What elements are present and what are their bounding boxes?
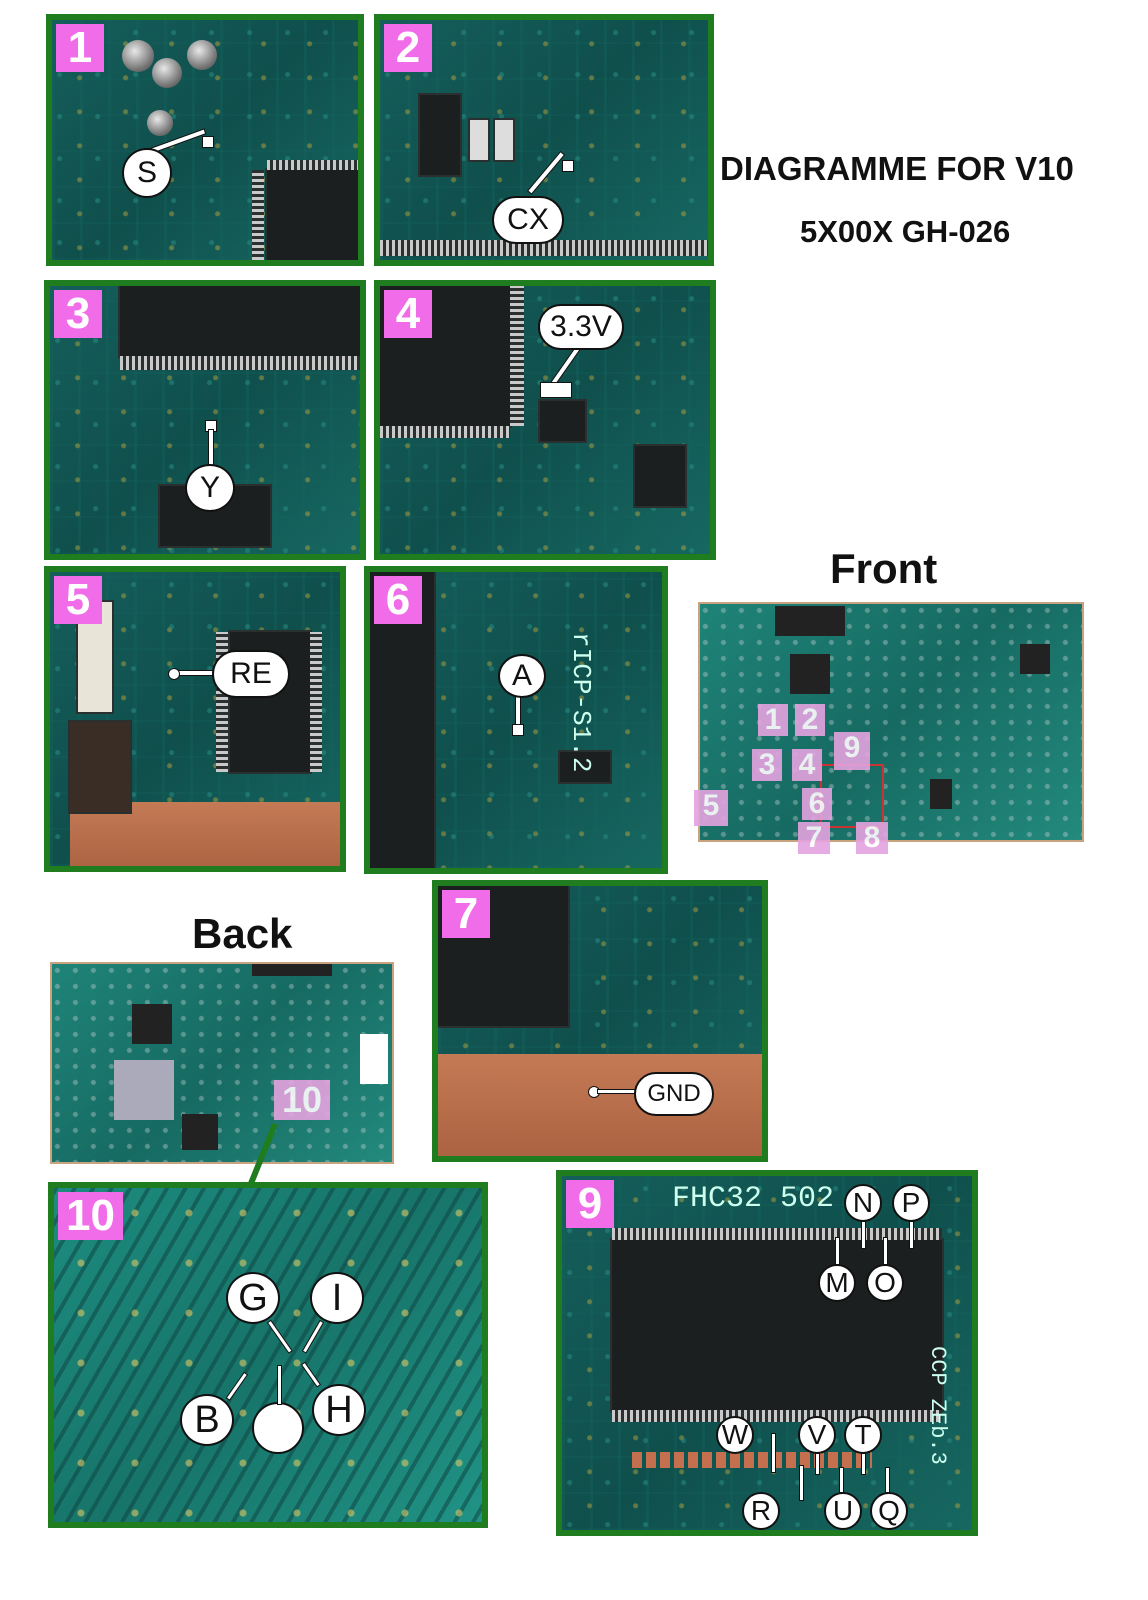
label-a: A — [498, 654, 546, 698]
panel-6: 6 rICP-S1.2 A — [364, 566, 668, 874]
panel-number: 5 — [54, 576, 102, 624]
label-u: U — [824, 1492, 862, 1530]
front-marker-3: 3 — [752, 749, 782, 781]
label-n: N — [844, 1184, 882, 1222]
silkscreen-text: FHC32 502 A — [672, 1182, 871, 1216]
panel-number: 6 — [374, 576, 422, 624]
panel-10: 10 G I B H — [48, 1182, 488, 1528]
back-heading: Back — [192, 910, 293, 957]
front-marker-7: 7 — [798, 822, 830, 854]
label-w: W — [716, 1416, 754, 1454]
silkscreen-text-2: CCP ZEb.3 — [925, 1346, 950, 1465]
panel-7: 7 GND — [432, 880, 768, 1162]
panel-9: 9 FHC32 502 A CCP ZEb.3 N P M O W V T R … — [556, 1170, 978, 1536]
label-o: O — [866, 1264, 904, 1302]
silkscreen-text: rICP-S1.2 — [566, 632, 596, 773]
label-g: G — [226, 1272, 280, 1324]
front-marker-4: 4 — [792, 749, 822, 781]
label-p: P — [892, 1184, 930, 1222]
label-m: M — [818, 1264, 856, 1302]
label-h: H — [312, 1384, 366, 1436]
panel-number: 4 — [384, 290, 432, 338]
front-marker-2: 2 — [795, 704, 825, 736]
label-t: T — [844, 1416, 882, 1454]
front-heading: Front — [830, 545, 938, 592]
front-board: 1 2 3 4 5 6 7 8 9 — [694, 602, 1084, 854]
page-subtitle: 5X00X GH-026 — [800, 214, 1011, 249]
panel-number: 2 — [384, 24, 432, 72]
label-b: B — [180, 1394, 234, 1446]
label-v: V — [798, 1416, 836, 1454]
panel-number: 10 — [58, 1192, 123, 1240]
label-cx: CX — [492, 196, 564, 244]
front-marker-6: 6 — [802, 788, 832, 820]
panel-4: 4 3.3V — [374, 280, 716, 560]
page-title: DIAGRAMME FOR V10 — [720, 150, 1074, 187]
panel-3: 3 Y — [44, 280, 366, 560]
label-blank — [252, 1402, 304, 1454]
panel-number: 7 — [442, 890, 490, 938]
label-s: S — [122, 148, 172, 198]
label-3-3v: 3.3V — [538, 304, 624, 350]
label-re: RE — [212, 650, 290, 698]
panel-5: 5 RE — [44, 566, 346, 872]
front-marker-1: 1 — [758, 704, 788, 736]
panel-number: 3 — [54, 290, 102, 338]
label-gnd: GND — [634, 1072, 714, 1116]
front-marker-9: 9 — [834, 732, 870, 770]
label-q: Q — [870, 1492, 908, 1530]
front-marker-8: 8 — [856, 822, 888, 854]
panel-number: 9 — [566, 1180, 614, 1228]
panel-1: 1 S — [46, 14, 364, 266]
panel-number: 1 — [56, 24, 104, 72]
back-board: 10 — [50, 962, 394, 1164]
label-i: I — [310, 1272, 364, 1324]
back-marker-10: 10 — [274, 1080, 330, 1120]
panel-2: 2 CX — [374, 14, 714, 266]
label-y: Y — [185, 464, 235, 512]
label-r: R — [742, 1492, 780, 1530]
front-marker-5: 5 — [694, 790, 728, 826]
